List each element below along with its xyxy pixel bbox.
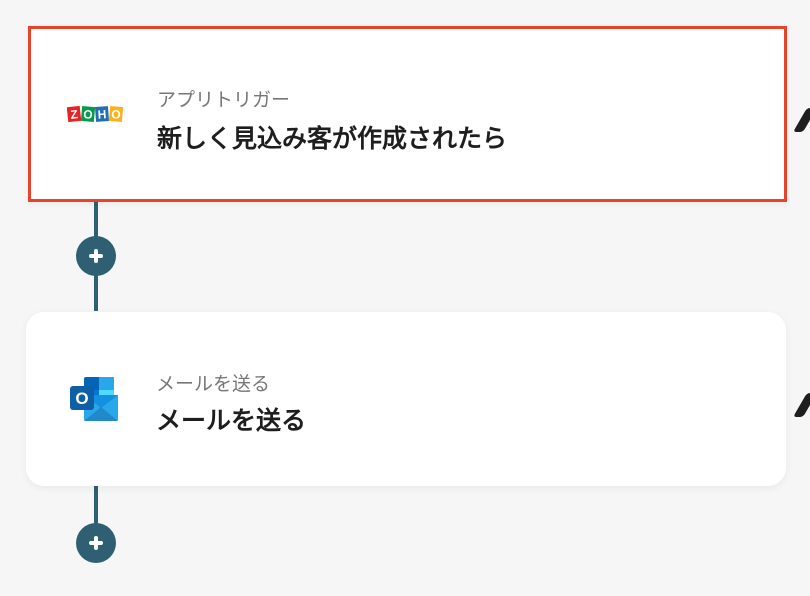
trigger-step-card[interactable]: Z O H O アプリトリガー 新しく見込み客が作成されたら: [28, 26, 787, 202]
zoho-letter-z: Z: [70, 107, 79, 122]
offscreen-edge-glyph: [793, 393, 810, 417]
outlook-logo-icon: O: [70, 375, 120, 427]
action-step-card[interactable]: O メールを送る メールを送る: [26, 312, 786, 486]
step-title: 新しく見込み客が作成されたら: [157, 124, 508, 153]
offscreen-edge-glyph: [793, 108, 810, 132]
step-title: メールを送る: [156, 406, 307, 435]
outlook-letter: O: [75, 389, 88, 408]
zoho-letter-h: H: [97, 107, 107, 122]
add-step-button[interactable]: [76, 523, 116, 563]
zoho-letter-o2: O: [111, 107, 122, 122]
zoho-logo-icon: Z O H O: [66, 105, 125, 127]
zoho-letter-o: O: [83, 107, 94, 122]
add-step-button[interactable]: [76, 236, 116, 276]
step-type-label: アプリトリガー: [157, 89, 291, 111]
step-type-label: メールを送る: [156, 373, 271, 395]
flow-connector-line: [94, 486, 98, 536]
